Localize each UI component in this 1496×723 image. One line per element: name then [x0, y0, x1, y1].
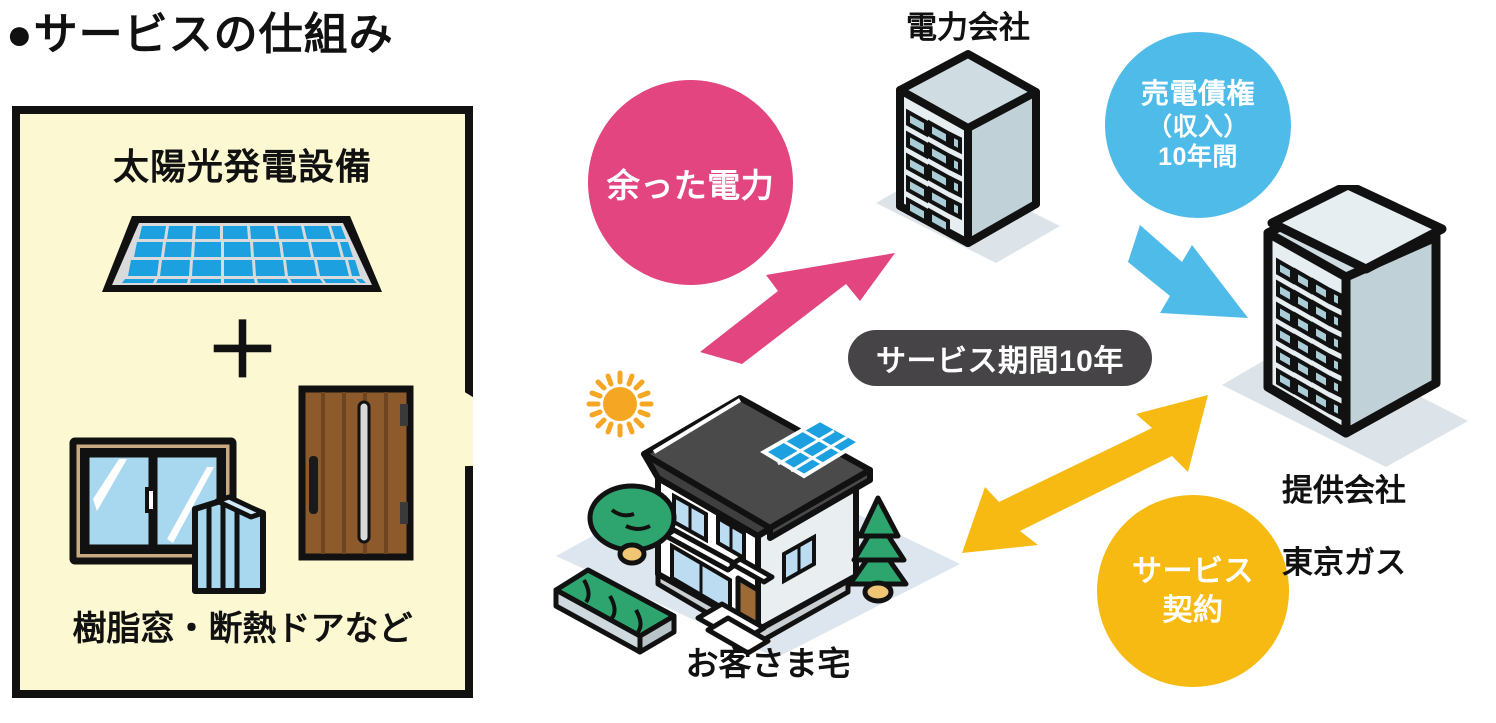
- provider-label-line1: 提供会社: [1282, 472, 1406, 508]
- insulated-door-icon: [298, 385, 414, 561]
- plus-sign: ＋: [204, 309, 281, 394]
- service-period-label: サービス期間10年: [876, 345, 1124, 378]
- conifer-tree-icon: [847, 495, 909, 604]
- page-title: ●サービスの仕組み: [6, 10, 394, 59]
- provider-building-icon: [1222, 185, 1468, 467]
- node-label-power-company: 電力会社: [906, 10, 1030, 45]
- node-label-provider: 提供会社 東京ガス: [1282, 437, 1496, 617]
- bubble-receivable-line1: 売電債権: [1140, 78, 1255, 110]
- provider-label-line2: 東京ガス: [1282, 544, 1406, 580]
- bubble-service-contract[interactable]: サービス 契約: [1097, 495, 1289, 687]
- round-tree-icon: [587, 483, 677, 566]
- node-label-customer-home: お客さま宅: [685, 645, 851, 682]
- bubble-contract-line1: サービス: [1132, 555, 1254, 588]
- status-badge-service-period: サービス期間10年: [848, 330, 1152, 386]
- bubble-surplus-power-label: 余った電力: [606, 166, 775, 204]
- bubble-receivable-line2: （収入）: [1146, 112, 1249, 141]
- insulated-window-icon: [69, 437, 266, 594]
- sun-icon: [586, 370, 654, 438]
- panel-heading: 太陽光発電設備: [112, 146, 372, 187]
- power-company-building-icon: [876, 50, 1060, 263]
- bubble-power-sale-receivable[interactable]: 売電債権 （収入） 10年間: [1105, 32, 1291, 218]
- bubble-contract-line2: 契約: [1162, 594, 1224, 627]
- bubble-receivable-line3: 10年間: [1158, 143, 1238, 172]
- customer-house-icon: [553, 370, 960, 658]
- service-equipment-callout: 太陽光発電設備: [12, 106, 473, 698]
- panel-footing: 樹脂窓・断熱ドアなど: [72, 610, 413, 648]
- bubble-surplus-power[interactable]: 余った電力: [588, 80, 793, 285]
- solar-panel-icon: [102, 216, 382, 292]
